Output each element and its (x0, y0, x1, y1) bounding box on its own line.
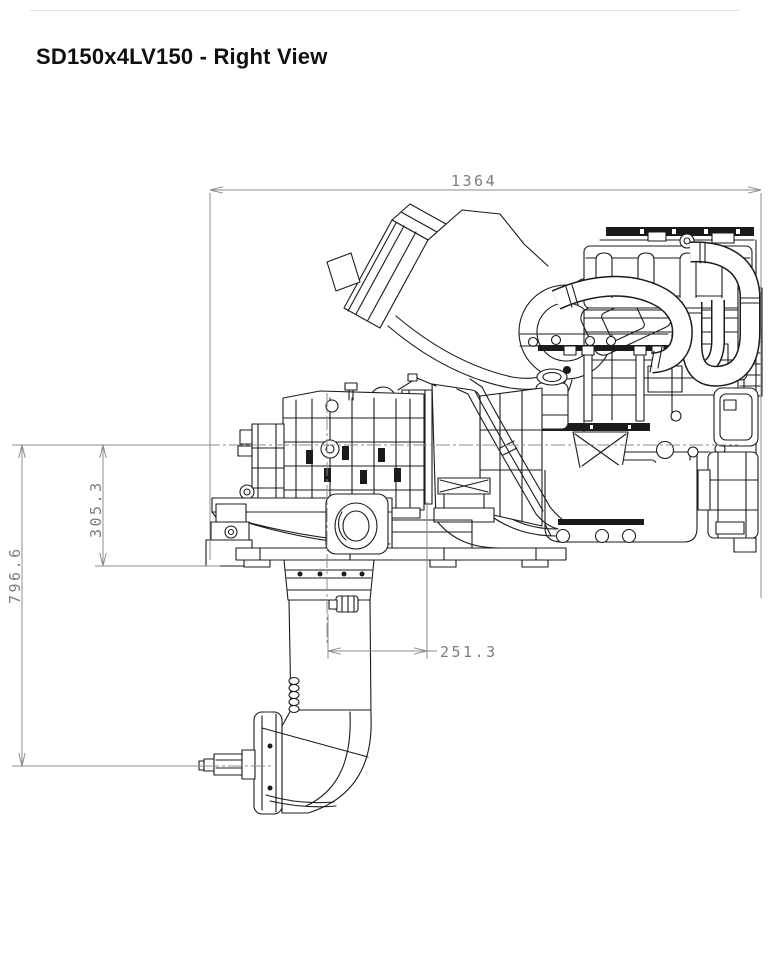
page-title: SD150x4LV150 - Right View (36, 44, 328, 69)
air-intake-duct (326, 203, 549, 329)
leg-fin-plate (253, 711, 283, 815)
mounting-flange (205, 493, 567, 568)
dimension-crank-to-flange: 305.3 (87, 444, 220, 567)
propeller-shaft (198, 749, 256, 780)
dimension-leg-offset: 251.3 (327, 502, 498, 661)
gearbox-bracket (251, 423, 285, 509)
gearbox (237, 382, 425, 519)
dimension-crank-to-prop: 796.6 (6, 444, 206, 767)
dimension-label-crank-to-prop: 796.6 (6, 546, 24, 604)
dimension-overall-length: 1364 (209, 172, 762, 598)
dimension-annotations: 1364 796.6 305.3 251.3 (6, 172, 762, 767)
exhaust-riser (456, 378, 567, 530)
cooling-hoses (551, 241, 761, 387)
dimension-label-crank-to-flange: 305.3 (87, 480, 105, 538)
top-rail (606, 227, 754, 236)
engine-drawing (198, 203, 763, 815)
top-rule (30, 10, 740, 11)
dimension-label-overall-length: 1364 (451, 172, 497, 190)
saildrive-leg (253, 559, 375, 815)
dimension-label-leg-offset: 251.3 (440, 643, 498, 661)
right-upper-panel (713, 387, 759, 447)
